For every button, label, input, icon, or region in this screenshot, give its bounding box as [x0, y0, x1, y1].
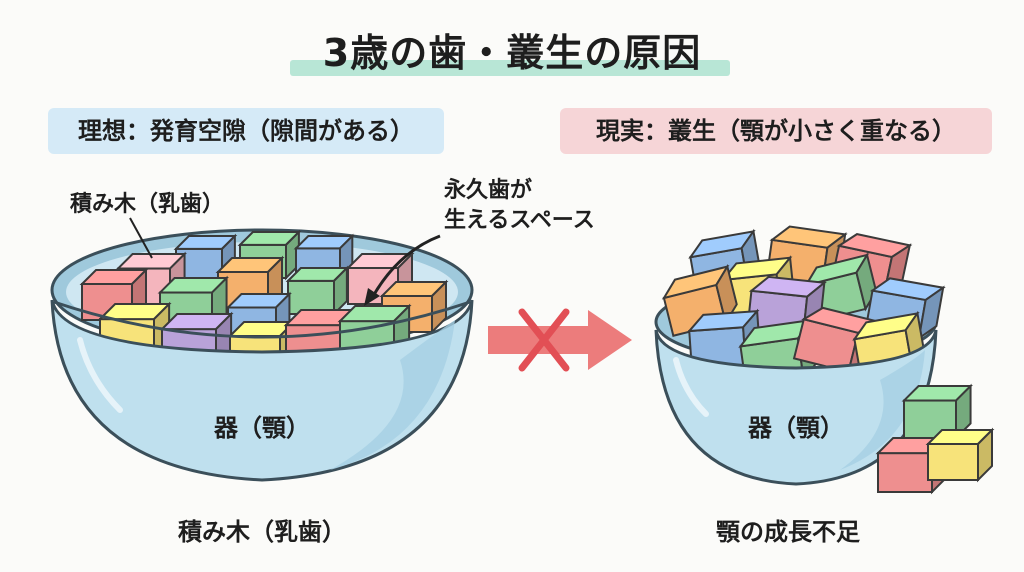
ideal-block: [285, 265, 350, 317]
crossed-arrow-icon: [488, 308, 632, 372]
spilled-block: [925, 427, 995, 483]
blocks-label: 積み木（乳歯）: [70, 192, 225, 217]
ideal-bowl-front: [50, 299, 474, 482]
spilled-blocks: [875, 383, 995, 495]
ideal-heading: 理想：発育空隙（隙間がある）: [48, 108, 444, 154]
page-title: 3歳の歯・叢生の原因: [322, 31, 702, 75]
reality-caption: 顎の成長不足: [716, 518, 860, 546]
ideal-caption: 積み木（乳歯）: [178, 518, 346, 546]
space-label: 永久歯が 生えるスペース: [444, 176, 595, 236]
spilled-block: [901, 383, 973, 441]
ideal-bowl-label: 器（顎）: [214, 414, 310, 442]
title-highlight: [290, 60, 730, 76]
reality-bowl-front: [654, 329, 938, 486]
reality-heading: 現実：叢生（顎が小さく重なる）: [560, 108, 992, 154]
space-label-line2: 生えるスペース: [444, 208, 595, 233]
reality-blocks: [661, 225, 946, 389]
space-pointer-arrow: [370, 234, 441, 299]
space-label-line1: 永久歯が: [444, 178, 533, 203]
reality-bowl-label: 器（顎）: [748, 414, 844, 442]
space-pointer-arrowhead: [364, 288, 380, 306]
blocks-label-pointer: [129, 217, 153, 259]
